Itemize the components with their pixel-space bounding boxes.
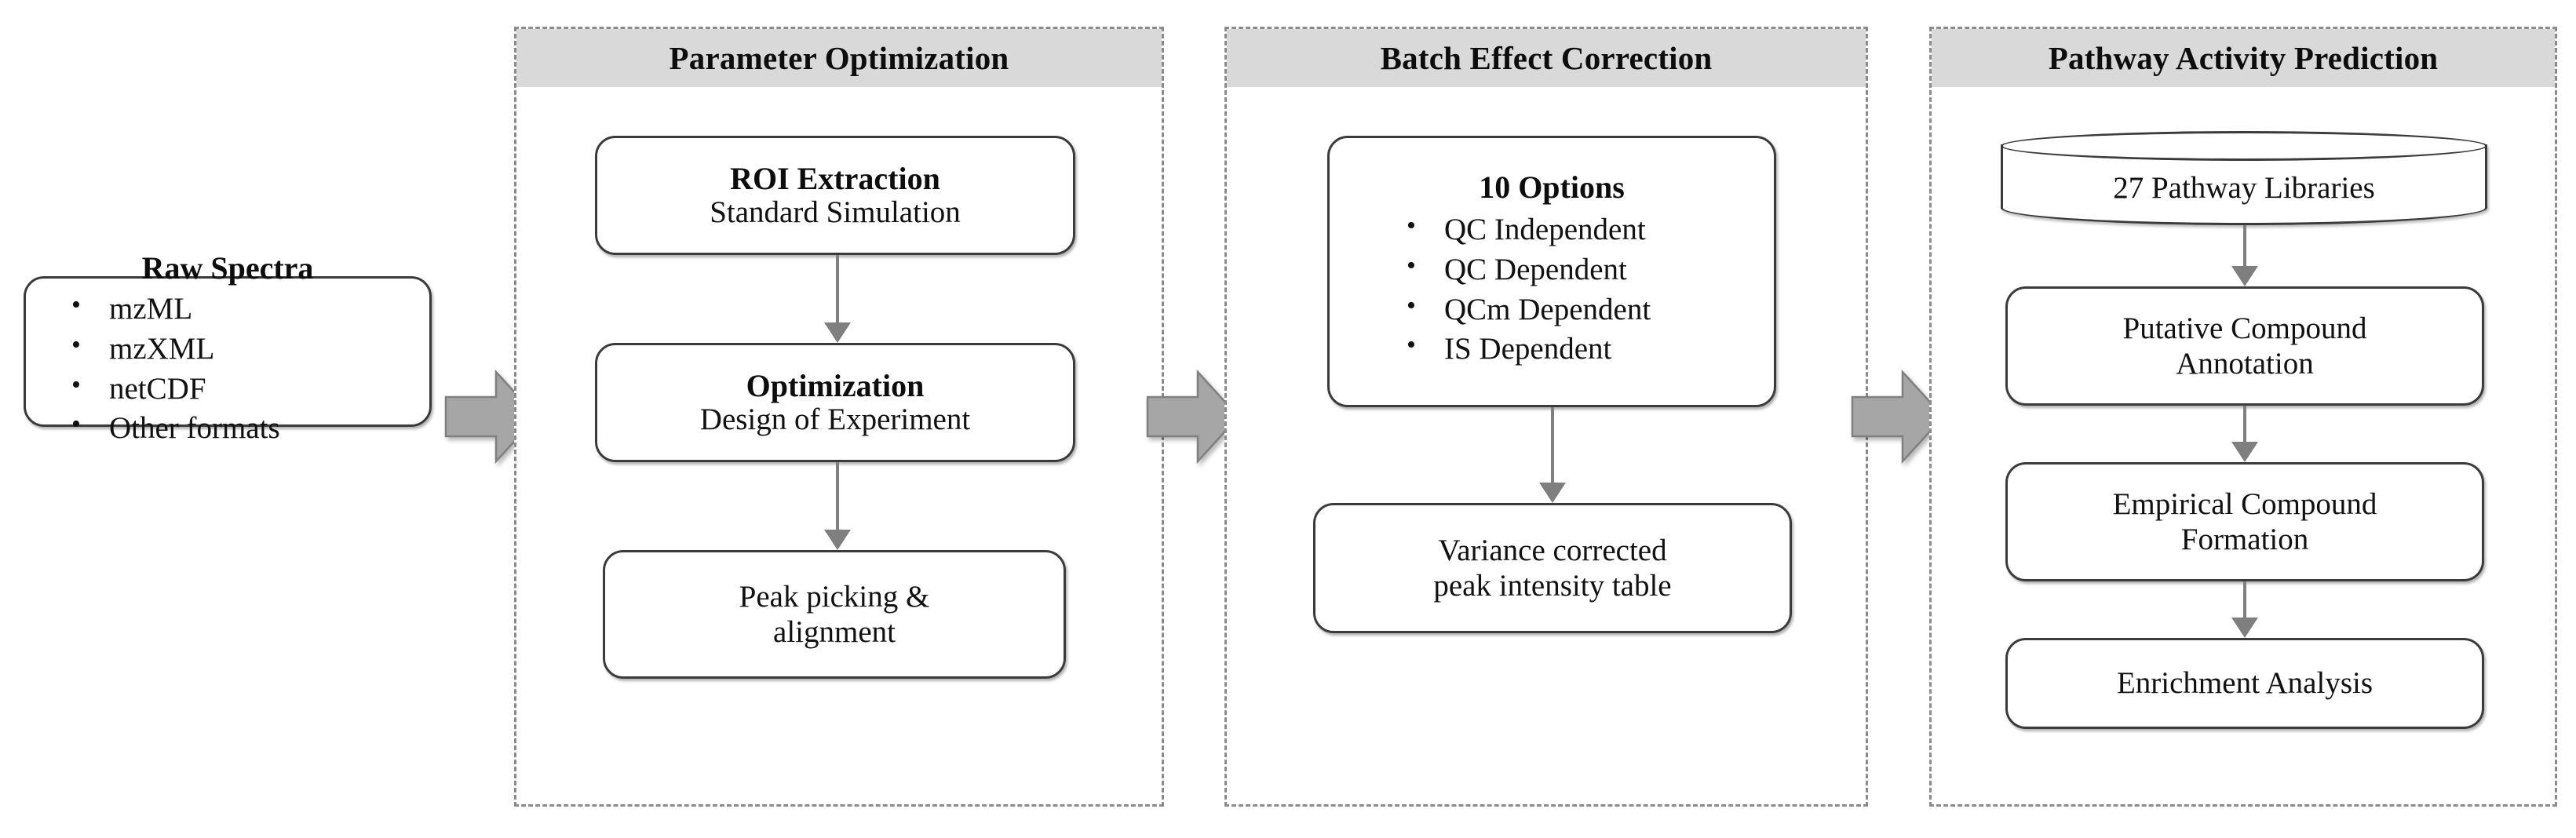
raw-spectra-format-list: mzML mzXML netCDF Other formats [26, 288, 429, 449]
arrow-shaft [2243, 406, 2246, 443]
flow-arrow-annotation-to-formation [2231, 406, 2258, 462]
node-optimization[interactable]: Optimization Design of Experiment [595, 343, 1075, 462]
peak-picking-line-2: alignment [773, 615, 896, 649]
flow-arrow-optimization-to-peak-picking [824, 462, 851, 550]
node-enrichment-analysis[interactable]: Enrichment Analysis [2005, 638, 2484, 729]
list-item: QC Dependent [1396, 249, 1774, 290]
flow-arrow-roi-to-optimization [824, 255, 851, 343]
roi-extraction-title: ROI Extraction [730, 160, 940, 196]
list-item: QCm Dependent [1396, 289, 1774, 330]
panel-pathway-activity-prediction: Pathway Activity Prediction 27 Pathway L… [1929, 27, 2557, 807]
node-pathway-libraries[interactable]: 27 Pathway Libraries [2001, 131, 2487, 225]
arrow-shaft [836, 255, 839, 323]
right-arrow-icon [1146, 369, 1240, 465]
node-ten-options[interactable]: 10 Options QC Independent QC Dependent Q… [1327, 136, 1776, 407]
panel-header-pathway-activity-prediction: Pathway Activity Prediction [1932, 29, 2555, 87]
variance-table-line-2: peak intensity table [1433, 569, 1672, 603]
panel-body-batch-effect-correction: 10 Options QC Independent QC Dependent Q… [1227, 87, 1866, 804]
stage-arrow-parameter-optimization-to-batch-effect-correction [1146, 367, 1240, 466]
optimization-subtitle: Design of Experiment [699, 402, 971, 436]
optimization-title: Optimization [746, 367, 925, 403]
list-item: Other formats [60, 407, 429, 449]
arrow-shaft [836, 462, 839, 530]
flow-arrow-options-to-variance-table [1539, 407, 1566, 503]
list-item: mzML [60, 288, 429, 330]
arrow-shaft [1551, 407, 1554, 483]
panel-parameter-optimization: Parameter Optimization ROI Extraction St… [514, 27, 1164, 807]
ten-options-title: 10 Options [1479, 169, 1625, 206]
panel-title: Batch Effect Correction [1380, 40, 1713, 76]
putative-annotation-line-1: Putative Compound [2122, 311, 2367, 345]
peak-picking-line-1: Peak picking & [739, 579, 930, 614]
arrow-head-down-icon [2231, 618, 2258, 638]
variance-table-line-1: Variance corrected [1438, 533, 1667, 567]
flow-arrow-formation-to-enrichment [2231, 581, 2258, 638]
raw-spectra-title: Raw Spectra [141, 250, 314, 286]
cylinder-top-ellipse [2001, 131, 2487, 161]
pathway-libraries-label: 27 Pathway Libraries [2113, 171, 2375, 205]
flow-arrow-libraries-to-annotation [2231, 225, 2258, 286]
arrow-shaft [2243, 581, 2246, 618]
panel-header-parameter-optimization: Parameter Optimization [516, 29, 1162, 87]
list-item: netCDF [60, 368, 429, 410]
arrow-shaft [2243, 225, 2246, 267]
panel-title: Parameter Optimization [669, 40, 1009, 76]
stage-arrow-batch-effect-correction-to-pathway-activity-prediction [1851, 367, 1945, 466]
node-peak-picking-alignment[interactable]: Peak picking & alignment [603, 550, 1066, 679]
empirical-formation-line-2: Formation [2180, 523, 2309, 556]
arrow-head-down-icon [824, 530, 851, 550]
node-variance-corrected-table[interactable]: Variance corrected peak intensity table [1313, 503, 1792, 633]
panel-batch-effect-correction: Batch Effect Correction 10 Options QC In… [1224, 27, 1868, 807]
roi-extraction-subtitle: Standard Simulation [710, 195, 961, 229]
list-item: IS Dependent [1396, 328, 1774, 370]
arrow-head-down-icon [1539, 483, 1566, 503]
node-empirical-compound-formation[interactable]: Empirical Compound Formation [2005, 462, 2484, 581]
arrow-head-down-icon [2231, 442, 2258, 462]
enrichment-analysis-label: Enrichment Analysis [2116, 666, 2373, 701]
node-roi-extraction[interactable]: ROI Extraction Standard Simulation [595, 136, 1075, 255]
node-raw-spectra[interactable]: Raw Spectra mzML mzXML netCDF Other form… [24, 251, 432, 445]
panel-body-parameter-optimization: ROI Extraction Standard Simulation Optim… [516, 87, 1162, 804]
correction-options-list: QC Independent QC Dependent QCm Dependen… [1330, 209, 1774, 370]
arrow-head-down-icon [2231, 266, 2258, 286]
list-item: mzXML [60, 328, 429, 370]
arrow-head-down-icon [824, 322, 851, 343]
panel-title: Pathway Activity Prediction [2048, 40, 2439, 76]
panel-header-batch-effect-correction: Batch Effect Correction [1227, 29, 1866, 87]
panel-body-pathway-activity-prediction: 27 Pathway Libraries Putative Compound A… [1932, 87, 2555, 804]
empirical-formation-line-1: Empirical Compound [2112, 486, 2377, 521]
right-arrow-icon [1851, 369, 1945, 465]
node-putative-compound-annotation[interactable]: Putative Compound Annotation [2005, 286, 2484, 406]
putative-annotation-line-2: Annotation [2176, 347, 2314, 381]
list-item: QC Independent [1396, 209, 1774, 250]
